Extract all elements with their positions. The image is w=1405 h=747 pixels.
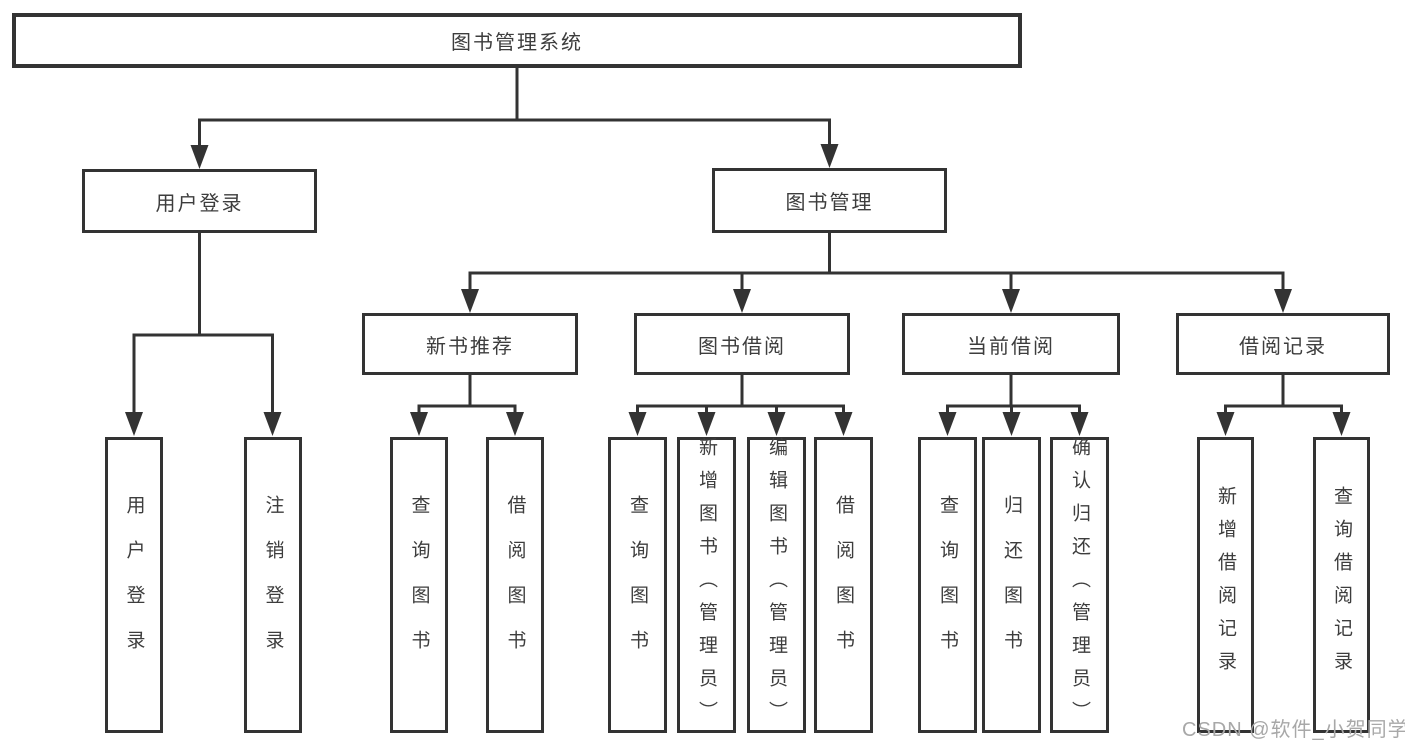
node-root: 图书管理系统: [12, 13, 1022, 68]
node-new-book-recommend-label: 新书推荐: [426, 335, 514, 358]
node-current-borrow: 当前借阅: [902, 313, 1120, 375]
leaf-confirm-return-admin: 确认归还（管理员）: [1050, 436, 1109, 734]
leaf-query-books-1-label: 查询图书: [408, 495, 430, 675]
leaf-confirm-return-admin-label: 确认归还（管理员）: [1069, 436, 1090, 734]
node-current-borrow-label: 当前借阅: [967, 335, 1055, 358]
leaf-edit-books-admin: 编辑图书（管理员）: [747, 436, 806, 734]
node-book-borrow-label: 图书借阅: [698, 335, 786, 358]
leaf-user-login: 用户登录: [105, 437, 163, 733]
node-user-login: 用户登录: [82, 169, 317, 233]
node-book-management: 图书管理: [712, 168, 947, 233]
leaf-query-borrow-record-label: 查询借阅记录: [1331, 486, 1352, 684]
leaf-add-books-admin-label: 新增图书（管理员）: [696, 436, 717, 734]
leaf-borrow-books-2-label: 借阅图书: [833, 495, 854, 675]
leaf-add-books-admin: 新增图书（管理员）: [677, 436, 736, 734]
node-book-management-label: 图书管理: [785, 192, 874, 214]
node-new-book-recommend: 新书推荐: [362, 313, 578, 375]
node-borrow-records: 借阅记录: [1176, 313, 1390, 375]
csdn-watermark: CSDN @软件_小贺同学: [1182, 719, 1405, 741]
leaf-borrow-books-1-label: 借阅图书: [504, 495, 526, 675]
leaf-query-borrow-record: 查询借阅记录: [1313, 437, 1370, 733]
leaf-borrow-books-1: 借阅图书: [486, 437, 544, 733]
leaf-return-books: 归还图书: [982, 437, 1041, 733]
node-user-login-label: 用户登录: [155, 192, 244, 215]
leaf-logout-label: 注销登录: [262, 495, 284, 675]
leaf-query-books-3: 查询图书: [918, 437, 977, 733]
leaf-add-borrow-record-label: 新增借阅记录: [1215, 486, 1236, 684]
leaf-query-books-2: 查询图书: [608, 437, 667, 733]
leaf-add-borrow-record: 新增借阅记录: [1197, 437, 1254, 733]
leaf-user-login-label: 用户登录: [123, 495, 145, 675]
leaf-query-books-1: 查询图书: [390, 437, 448, 733]
leaf-logout: 注销登录: [244, 437, 302, 733]
node-book-borrow: 图书借阅: [634, 313, 850, 375]
leaf-query-books-2-label: 查询图书: [627, 495, 648, 675]
leaf-return-books-label: 归还图书: [1001, 495, 1022, 675]
leaf-edit-books-admin-label: 编辑图书（管理员）: [766, 436, 787, 734]
node-borrow-records-label: 借阅记录: [1239, 335, 1327, 358]
leaf-query-books-3-label: 查询图书: [937, 495, 958, 675]
node-root-label: 图书管理系统: [451, 32, 583, 54]
leaf-borrow-books-2: 借阅图书: [814, 437, 873, 733]
